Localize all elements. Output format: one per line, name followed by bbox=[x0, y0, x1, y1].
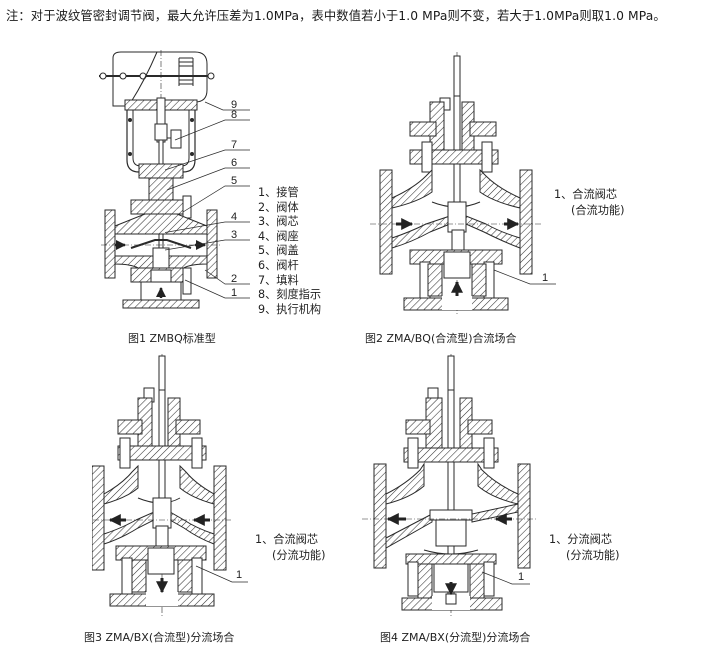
callout-title: 1、合流阀芯 bbox=[255, 533, 319, 546]
legend-item: 2、阀体 bbox=[258, 200, 299, 214]
leader-5: 5 bbox=[231, 175, 237, 187]
figure-3-callout: 1、合流阀芯 (分流功能) bbox=[255, 532, 325, 564]
actuator-housing bbox=[99, 51, 215, 107]
leader-2: 2 bbox=[231, 273, 237, 285]
legend-item: 5、阀盖 bbox=[258, 244, 299, 258]
leader-3: 3 bbox=[231, 229, 237, 241]
bonnet bbox=[409, 101, 499, 173]
merge-plug bbox=[152, 497, 172, 529]
leader-9: 9 bbox=[231, 100, 237, 111]
legend-item: 7、填料 bbox=[258, 273, 299, 287]
valve-body bbox=[104, 209, 218, 309]
legend-item: 6、阀杆 bbox=[258, 258, 299, 272]
leader-4: 4 bbox=[231, 211, 237, 223]
legend-item: 4、阀座 bbox=[258, 229, 299, 243]
legend-item: 3、阀芯 bbox=[258, 215, 299, 229]
callout-title: 1、合流阀芯 bbox=[554, 188, 618, 201]
valve-stem bbox=[158, 355, 166, 391]
legend-item: 8、刻度指示 bbox=[258, 288, 322, 302]
figure-4-callout: 1、分流阀芯 (分流功能) bbox=[549, 532, 619, 564]
leader-1: 1 bbox=[518, 571, 524, 583]
valve-body bbox=[373, 462, 531, 611]
figure-2-callout: 1、合流阀芯 (合流功能) bbox=[554, 187, 624, 219]
leader-1: 1 bbox=[231, 287, 237, 299]
leader-6: 6 bbox=[231, 157, 237, 169]
figure-4-caption: 图4 ZMA/BX(分流型)分流场合 bbox=[380, 631, 531, 644]
pressure-note: 注：对于波纹管密封调节阀，最大允许压差为1.0MPa，表中数值若小于1.0 MP… bbox=[6, 9, 666, 23]
scale-indicator bbox=[170, 129, 182, 149]
callout-title: 1、分流阀芯 bbox=[549, 533, 613, 546]
figure-1-caption: 图1 ZMBQ标准型 bbox=[128, 332, 216, 345]
valve-stem bbox=[447, 355, 455, 391]
figure-4-diagram: 1 bbox=[362, 354, 538, 616]
figure-2-diagram: 1 bbox=[370, 52, 556, 314]
leader-8: 8 bbox=[231, 109, 237, 121]
figure-1-parts-legend: 1、接管 2、阀体 3、阀芯 4、阀座 5、阀盖 6、阀杆 7、填料 8、刻度指… bbox=[258, 186, 321, 317]
leader-1: 1 bbox=[542, 272, 548, 284]
figure-1-leaders: 9 8 7 6 5 4 3 2 1 bbox=[165, 100, 250, 299]
figure-3-caption: 图3 ZMA/BX(合流型)分流场合 bbox=[84, 631, 235, 644]
connector-pipe bbox=[122, 299, 200, 309]
bonnet bbox=[117, 397, 207, 469]
legend-item: 1、接管 bbox=[258, 186, 299, 199]
merge-plug bbox=[447, 201, 467, 233]
valve-body bbox=[379, 168, 533, 311]
leader-7: 7 bbox=[231, 139, 237, 151]
figure-1-diagram bbox=[99, 50, 221, 309]
legend-item: 9、执行机构 bbox=[258, 302, 322, 316]
bonnet bbox=[403, 397, 499, 469]
callout-subtitle: (分流功能) bbox=[272, 549, 326, 562]
leader-1: 1 bbox=[236, 569, 242, 581]
valve-stem bbox=[453, 55, 461, 97]
figure-2-caption: 图2 ZMA/BQ(合流型)合流场合 bbox=[365, 332, 517, 345]
figure-3-diagram: 1 bbox=[92, 354, 248, 616]
diverting-plug-top bbox=[429, 509, 473, 521]
callout-subtitle: (分流功能) bbox=[566, 549, 620, 562]
callout-subtitle: (合流功能) bbox=[571, 204, 625, 217]
